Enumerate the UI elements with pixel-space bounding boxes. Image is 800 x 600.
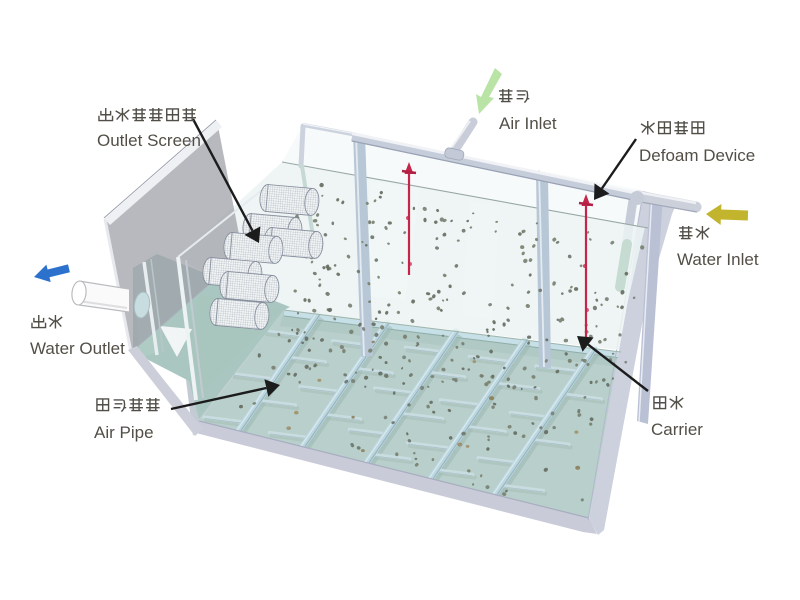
svg-text:Air Pipe: Air Pipe <box>94 423 154 442</box>
svg-text:Water Inlet: Water Inlet <box>677 250 759 269</box>
svg-text:Water Outlet: Water Outlet <box>30 339 125 358</box>
svg-text:Air Inlet: Air Inlet <box>499 114 557 133</box>
svg-text:Outlet Screen: Outlet Screen <box>97 131 201 150</box>
svg-text:Defoam Device: Defoam Device <box>639 146 755 165</box>
svg-text:Carrier: Carrier <box>651 420 703 439</box>
